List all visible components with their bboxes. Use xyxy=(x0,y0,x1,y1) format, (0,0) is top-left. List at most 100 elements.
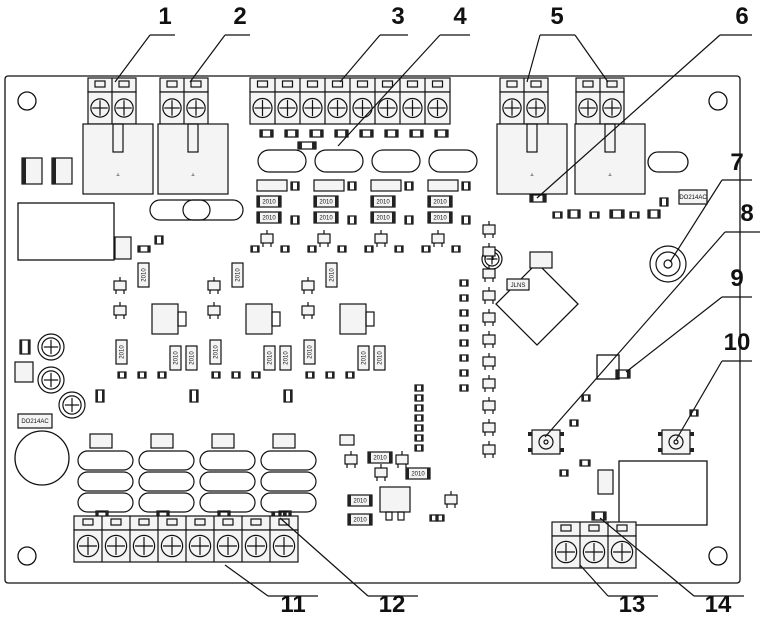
smd-pad xyxy=(306,372,308,378)
terminal-tab xyxy=(166,80,178,88)
package-label: 2010 xyxy=(411,472,425,478)
smd-pad xyxy=(312,372,314,378)
callout-leader xyxy=(675,360,723,441)
smd-pad xyxy=(291,182,293,190)
smd-pad xyxy=(410,130,413,137)
transistor xyxy=(482,444,496,455)
smd-pad xyxy=(462,182,464,190)
smd-pad xyxy=(587,460,590,466)
capacitor-inner xyxy=(41,337,61,357)
callout-number: 6 xyxy=(735,3,748,30)
smd-pad xyxy=(466,295,468,301)
fuse-holder xyxy=(314,149,364,173)
transistor xyxy=(317,233,331,244)
smd-pad xyxy=(260,130,263,137)
smd-pad xyxy=(468,182,470,190)
terminal-screw xyxy=(252,97,273,119)
smd-pad xyxy=(218,372,220,378)
smd-pad xyxy=(138,372,140,378)
mcu-chip xyxy=(495,262,579,346)
transistor xyxy=(482,268,496,279)
smd-pad xyxy=(238,372,240,378)
smd-pad xyxy=(212,372,214,378)
tact-switch-dot xyxy=(543,439,549,445)
resistor-2010 xyxy=(231,262,244,288)
smd-pad xyxy=(415,385,417,391)
smd-pad xyxy=(257,246,259,252)
package-label: 2010 xyxy=(433,200,447,206)
smd-pad xyxy=(460,325,462,331)
smd-pad xyxy=(590,212,592,218)
transistor xyxy=(482,400,496,411)
package-label: 2010 xyxy=(214,345,220,359)
callout-leader xyxy=(189,34,226,83)
relay-mark: ▵ xyxy=(191,172,194,178)
diode xyxy=(150,433,174,449)
package-label: 2010 xyxy=(330,268,336,282)
callout-14: 14 xyxy=(599,517,744,618)
smd-pad xyxy=(297,182,299,190)
smd-pad xyxy=(196,390,198,402)
terminal-tab xyxy=(190,80,202,88)
capacitor xyxy=(58,391,86,419)
fuse-holder xyxy=(77,492,134,513)
smd-pad xyxy=(371,212,374,223)
smd-pad xyxy=(279,511,282,518)
terminal-tab xyxy=(94,80,106,88)
package-label: DO214AC xyxy=(21,419,49,425)
smd-pad xyxy=(348,514,351,525)
callout-leader xyxy=(339,34,381,83)
terminal-screw xyxy=(402,97,423,119)
regulator xyxy=(151,303,179,335)
smd-pad xyxy=(428,196,431,207)
terminal-tab xyxy=(588,524,600,532)
smd-pad xyxy=(295,130,298,137)
package-label: JLNS xyxy=(511,283,526,289)
smd-pad xyxy=(102,390,104,402)
terminal-screw xyxy=(327,97,348,119)
capacitor xyxy=(114,236,132,260)
callout-leader xyxy=(536,34,721,199)
terminal-tab xyxy=(82,518,94,526)
smd-pad xyxy=(314,246,316,252)
diode xyxy=(89,433,113,449)
diode-do214 xyxy=(678,189,708,205)
smd-pad xyxy=(528,432,532,436)
callout-number: 12 xyxy=(379,591,406,618)
smd-pad xyxy=(580,460,583,466)
relay-tab xyxy=(526,123,538,153)
diode-band xyxy=(22,158,26,184)
transistor xyxy=(482,224,496,235)
fuse-holder xyxy=(138,450,195,471)
regulator-tab xyxy=(271,311,281,327)
package-label: 2010 xyxy=(268,351,274,365)
terminal-tab xyxy=(406,80,419,88)
diode xyxy=(256,179,288,192)
fuse-holder xyxy=(77,450,134,471)
callout-4: 4 xyxy=(337,3,470,147)
terminal-screw xyxy=(554,540,578,564)
package-label: 2010 xyxy=(190,351,196,365)
transistor xyxy=(482,312,496,323)
smd-pad xyxy=(287,246,289,252)
smd-pad xyxy=(155,236,157,244)
smd-pad xyxy=(657,210,660,218)
smd-pad xyxy=(369,514,372,525)
smd-pad xyxy=(460,370,462,376)
ic-soic xyxy=(14,361,34,383)
smd-pad xyxy=(227,511,230,518)
callout-leader xyxy=(599,517,695,597)
smd-pad xyxy=(298,142,302,149)
terminal-tab xyxy=(138,518,150,526)
smd-pad xyxy=(435,130,438,137)
package-label: 2010 xyxy=(174,351,180,365)
callout-leader xyxy=(337,34,441,147)
regulator-lead xyxy=(385,511,393,521)
mounting-hole xyxy=(708,91,728,111)
smd-pad xyxy=(696,410,698,416)
package-label: 2010 xyxy=(262,200,276,206)
smd-pad xyxy=(348,495,351,506)
fuse-holder xyxy=(199,492,256,513)
callout-3: 3 xyxy=(339,3,408,83)
